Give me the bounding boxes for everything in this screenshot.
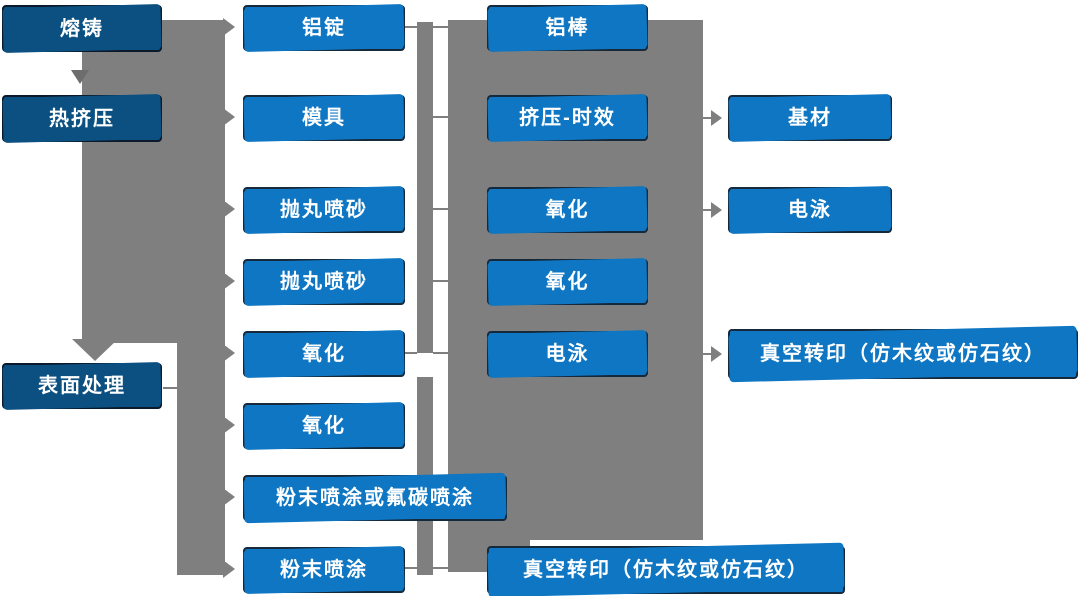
- node-mold: 模具: [243, 95, 405, 141]
- node-label: 电泳: [545, 343, 590, 365]
- node-label: 挤压-时效: [519, 107, 616, 129]
- arrow-to-oxidation-1-icon: [223, 344, 235, 362]
- arrow-to-mold-icon: [223, 108, 235, 126]
- node-extrusion-aging: 挤压-时效: [487, 95, 648, 141]
- node-label: 表面处理: [38, 375, 126, 397]
- arrow-to-shot-blasting-2-icon: [223, 272, 235, 290]
- node-label: 铝棒: [545, 17, 590, 39]
- connector-line-to-electrophoresis: [703, 209, 713, 211]
- arrow-melting-to-hot-extrusion-icon: [71, 70, 89, 84]
- node-label: 氧化: [545, 271, 590, 293]
- node-aluminum-ingot: 铝锭: [243, 5, 405, 51]
- node-melting-casting: 熔铸: [2, 5, 162, 52]
- node-oxidation-3: 氧化: [487, 187, 648, 233]
- node-oxidation-4: 氧化: [487, 259, 648, 305]
- arrow-to-powder-fluorocarbon-icon: [223, 488, 235, 506]
- node-label: 粉末喷涂或氟碳喷涂: [276, 487, 474, 509]
- connector-line-ingot-to-bar: [405, 26, 417, 28]
- node-label: 模具: [302, 107, 346, 129]
- node-electrophoresis-2: 电泳: [728, 187, 892, 233]
- arrow-to-electrophoresis-2-icon: [711, 202, 722, 218]
- connector-line-bar-to-tail: [433, 567, 448, 569]
- left-flow-band: [82, 20, 225, 343]
- node-base-material: 基材: [728, 95, 892, 141]
- node-powder-coating: 粉末喷涂: [243, 547, 405, 593]
- connector-line-bar-to-band-2: [433, 116, 448, 118]
- node-vacuum-transfer-bottom: 真空转印（仿木纹或仿石纹）: [487, 546, 845, 594]
- node-label: 铝锭: [302, 17, 346, 39]
- connector-line-bar-to-band-3: [433, 208, 448, 210]
- node-surface-treatment: 表面处理: [2, 363, 162, 409]
- node-label: 电泳: [788, 199, 832, 221]
- node-oxidation-1: 氧化: [243, 331, 405, 377]
- arrow-to-shot-blasting-1-icon: [223, 200, 235, 218]
- connector-line-surface-to-band: [163, 387, 177, 389]
- node-shot-blasting-2: 抛丸喷砂: [243, 259, 405, 305]
- node-label: 熔铸: [60, 17, 104, 40]
- connector-line-bar-to-band-1: [433, 26, 448, 28]
- node-label: 氧化: [545, 199, 590, 221]
- node-electrophoresis-1: 电泳: [487, 331, 648, 377]
- node-label: 真空转印（仿木纹或仿石纹）: [523, 559, 809, 581]
- node-label: 氧化: [302, 415, 346, 437]
- arrow-to-oxidation-2-icon: [223, 416, 235, 434]
- connector-line-powder-to-bar: [405, 567, 417, 569]
- connector-line-to-vacuum-transfer: [703, 353, 713, 355]
- surface-treatment-flow-band: [177, 343, 225, 575]
- node-shot-blasting-1: 抛丸喷砂: [243, 187, 405, 233]
- node-vacuum-transfer-right: 真空转印（仿木纹或仿石纹）: [728, 329, 1078, 379]
- node-oxidation-2: 氧化: [243, 403, 405, 449]
- node-label: 氧化: [302, 343, 346, 365]
- node-label: 粉末喷涂: [280, 559, 368, 581]
- node-label: 基材: [788, 107, 832, 129]
- arrow-to-surface-treatment-icon: [72, 339, 118, 361]
- connector-line-to-base-material: [703, 117, 713, 119]
- connector-line-bar-to-band-5: [433, 352, 448, 354]
- arrow-to-powder-coating-icon: [223, 560, 235, 578]
- node-aluminum-rod: 铝棒: [487, 5, 648, 51]
- node-hot-extrusion: 热挤压: [2, 95, 162, 142]
- connector-line-oxidation-to-bar: [405, 352, 417, 354]
- arrow-to-base-material-icon: [711, 110, 722, 126]
- node-label: 真空转印（仿木纹或仿石纹）: [760, 343, 1046, 365]
- node-label: 抛丸喷砂: [280, 199, 368, 221]
- connector-bar-upper: [417, 22, 433, 353]
- node-label: 抛丸喷砂: [280, 271, 368, 293]
- node-label: 热挤压: [49, 107, 115, 130]
- connector-line-bar-to-band-4: [433, 280, 448, 282]
- arrow-to-vacuum-transfer-right-icon: [711, 346, 722, 362]
- node-powder-or-fluorocarbon-coating: 粉末喷涂或氟碳喷涂: [243, 475, 507, 521]
- arrow-to-aluminum-ingot-icon: [223, 18, 235, 36]
